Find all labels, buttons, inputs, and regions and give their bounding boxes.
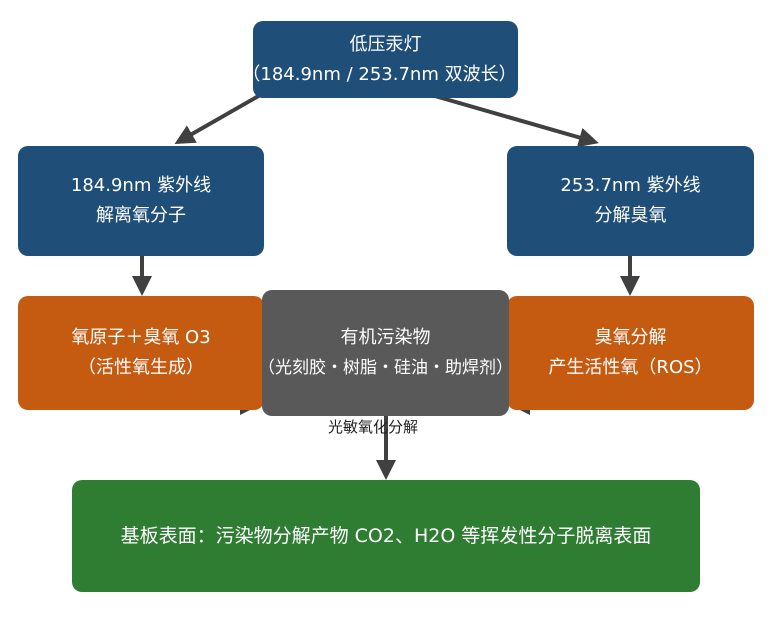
pollutants-title: 有机污染物 <box>340 327 431 348</box>
lamp-wavelengths: （184.9nm / 253.7nm 双波长） <box>242 63 517 85</box>
arrow-lamp-to-uv254 <box>427 92 599 148</box>
substrate-node: 基板表面：污染物分解产物 CO2、H2O 等挥发性分子脱离表面 <box>72 480 700 592</box>
uv254-title: 253.7nm 紫外线 <box>560 175 701 196</box>
pollutants-node: 有机污染物 （光刻胶・树脂・硅油・助焊剂） <box>258 290 513 416</box>
uv254-node: 253.7nm 紫外线 分解臭氧 <box>507 146 754 256</box>
uv185-effect: 解离氧分子 <box>96 205 186 226</box>
oxygen-atom-note: （活性氧生成） <box>78 357 204 378</box>
ozone-decomp-title: 臭氧分解 <box>594 327 667 348</box>
uv185-node: 184.9nm 紫外线 解离氧分子 <box>18 146 264 256</box>
uv254-effect: 分解臭氧 <box>594 205 667 226</box>
oxygen-atom-title: 氧原子＋臭氧 O3 <box>71 327 211 348</box>
ozone-decomp-note: 产生活性氧（ROS） <box>548 357 713 378</box>
lamp-title: 低压汞灯 <box>349 33 422 55</box>
uv185-title: 184.9nm 紫外线 <box>70 175 212 196</box>
oxygen-atom-node: 氧原子＋臭氧 O3 （活性氧生成） <box>18 296 264 410</box>
lamp-node: 低压汞灯 （184.9nm / 253.7nm 双波长） <box>242 21 518 98</box>
arrow-lamp-to-uv185 <box>174 92 263 144</box>
ozone-decomp-node: 臭氧分解 产生活性氧（ROS） <box>507 296 754 410</box>
photo-oxidation-label: 光敏氧化分解 <box>328 418 419 436</box>
substrate-text: 基板表面：污染物分解产物 CO2、H2O 等挥发性分子脱离表面 <box>120 525 652 547</box>
pollutants-examples: （光刻胶・树脂・硅油・助焊剂） <box>258 358 513 378</box>
